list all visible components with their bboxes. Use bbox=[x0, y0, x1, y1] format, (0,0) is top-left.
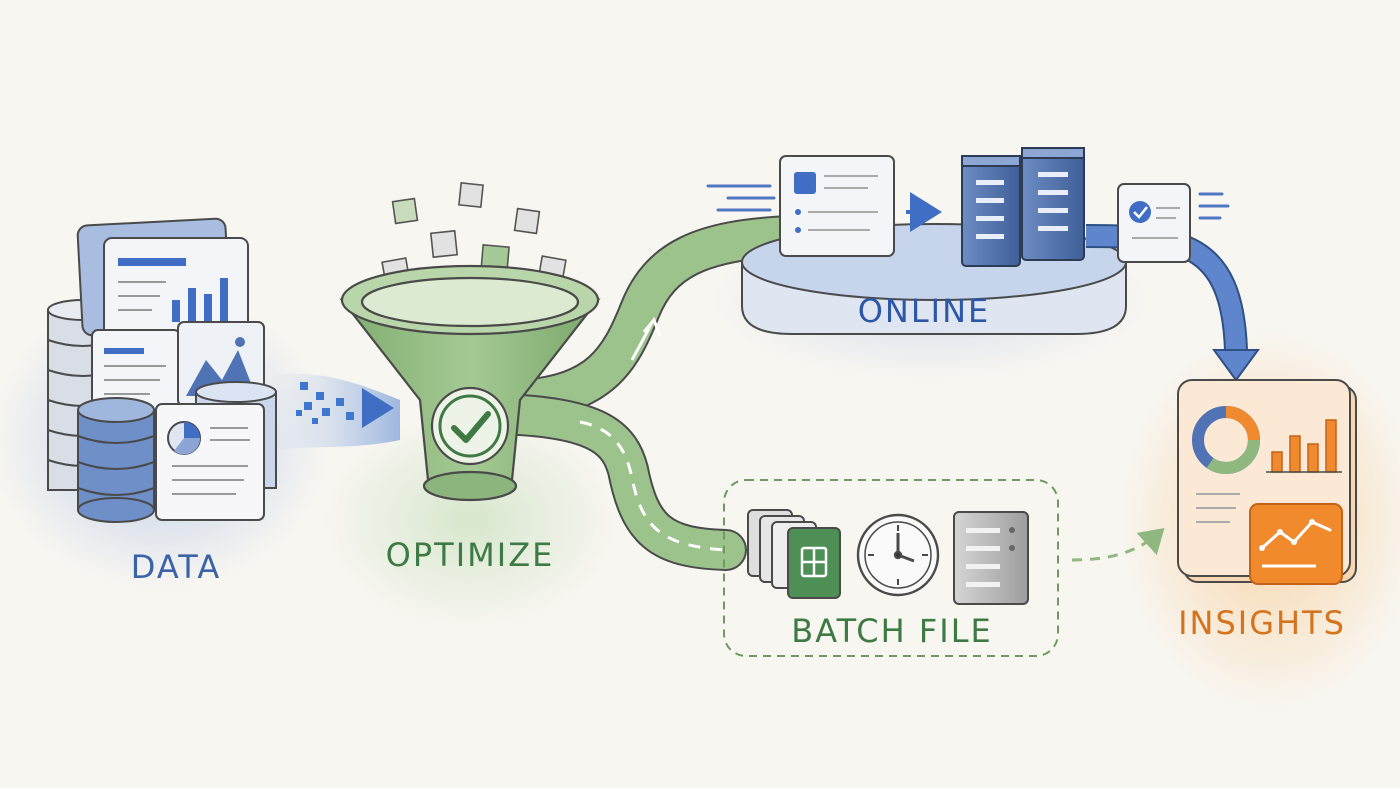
trend-line-icon bbox=[1249, 503, 1343, 585]
bar-chart-icon bbox=[1266, 419, 1342, 473]
checkmark-icon bbox=[430, 386, 510, 466]
online-pipe bbox=[499, 215, 811, 421]
database-icon bbox=[77, 397, 155, 523]
stage-label-optimize: OPTIMIZE bbox=[385, 536, 555, 574]
stage-label-insights: INSIGHTS bbox=[1178, 604, 1346, 642]
bar-chart-icon bbox=[103, 237, 249, 341]
speed-lines bbox=[1198, 192, 1230, 220]
data-cluster bbox=[47, 217, 277, 523]
funnel-icon bbox=[339, 264, 601, 502]
donut-chart-icon bbox=[1192, 406, 1260, 475]
batch-pipe bbox=[499, 394, 747, 571]
up-arrow-icon bbox=[642, 317, 662, 337]
checklist-icon bbox=[1117, 183, 1191, 263]
server-icon bbox=[961, 147, 1085, 267]
clock-icon bbox=[856, 513, 940, 597]
stage-label-batch: BATCH FILE bbox=[791, 612, 993, 650]
server-icon bbox=[953, 511, 1029, 605]
data-stream-pixels bbox=[296, 382, 354, 424]
spreadsheet-icon bbox=[747, 509, 841, 599]
down-arrow-icon bbox=[1212, 349, 1260, 382]
document-icon bbox=[779, 155, 895, 257]
speed-lines bbox=[706, 184, 776, 212]
stage-label-data: DATA bbox=[130, 548, 222, 586]
batch-box bbox=[723, 479, 1059, 657]
stage-label-online: ONLINE bbox=[857, 292, 991, 330]
pie-chart-icon bbox=[155, 403, 265, 521]
insights-dashboard bbox=[1177, 379, 1357, 585]
